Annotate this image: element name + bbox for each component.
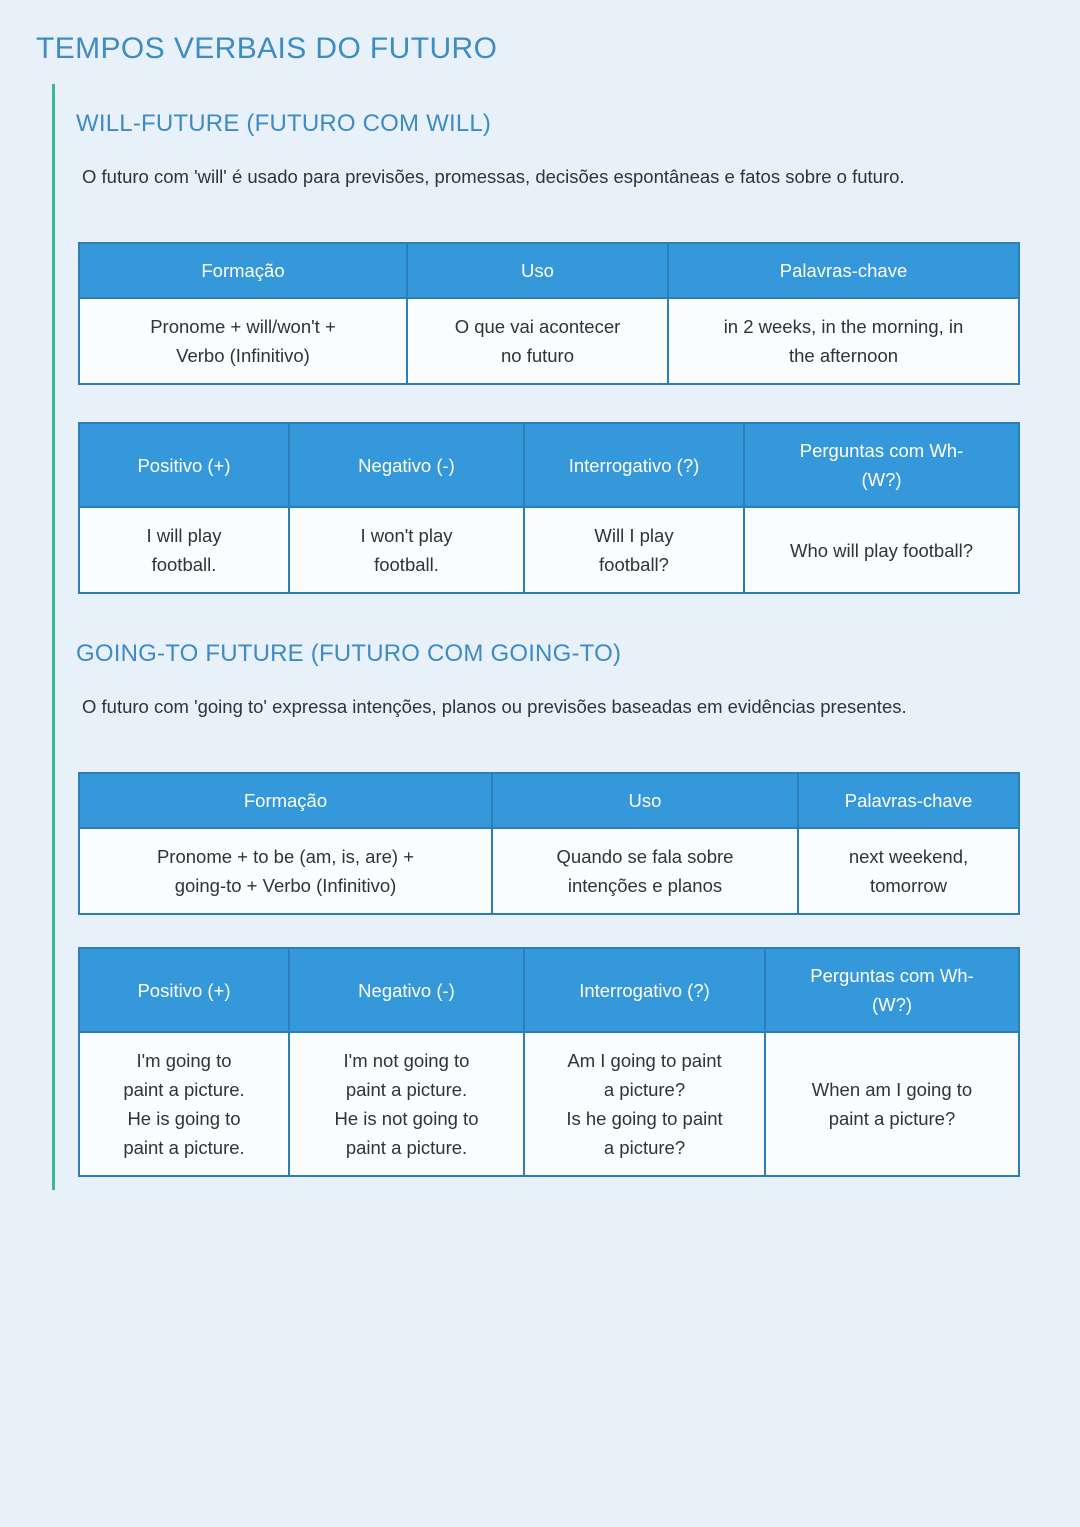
- column-header-interrogativo: Interrogativo (?): [523, 423, 745, 508]
- cell-negativo: I'm not going to paint a picture. He is …: [288, 1032, 525, 1176]
- column-header-formacao: Formação: [79, 243, 408, 299]
- table-header-row: Formação Uso Palavras-chave: [79, 773, 1019, 829]
- section-heading-will-future: WILL-FUTURE (FUTURO COM WILL): [76, 109, 492, 137]
- page-title: TEMPOS VERBAIS DO FUTURO: [36, 32, 498, 66]
- cell-interrogativo: Will I play football?: [523, 507, 745, 593]
- cell-palavras-chave: next weekend, tomorrow: [797, 828, 1019, 914]
- cell-uso: Quando se fala sobre intenções e planos: [491, 828, 799, 914]
- section-description-going-to-future: O futuro com 'going to' expressa intençõ…: [82, 695, 907, 717]
- section-accent-rail: [52, 84, 55, 1190]
- table-will-forms: Positivo (+) Negativo (-) Interrogativo …: [78, 422, 1020, 594]
- section-heading-going-to-future: GOING-TO FUTURE (FUTURO COM GOING-TO): [76, 639, 622, 667]
- table-header-row: Positivo (+) Negativo (-) Interrogativo …: [79, 948, 1019, 1033]
- column-header-interrogativo: Interrogativo (?): [523, 948, 766, 1033]
- cell-formacao: Pronome + will/won't + Verbo (Infinitivo…: [79, 298, 408, 384]
- table-header-row: Positivo (+) Negativo (-) Interrogativo …: [79, 423, 1019, 508]
- column-header-positivo: Positivo (+): [79, 948, 290, 1033]
- cell-negativo: I won't play football.: [288, 507, 525, 593]
- table-row: I will play football. I won't play footb…: [79, 507, 1019, 593]
- table-goingto-forms: Positivo (+) Negativo (-) Interrogativo …: [78, 947, 1020, 1177]
- cell-perguntas-wh: Who will play football?: [743, 507, 1019, 593]
- column-header-palavras-chave: Palavras-chave: [667, 243, 1019, 299]
- table-goingto-overview: Formação Uso Palavras-chave Pronome + to…: [78, 772, 1020, 915]
- column-header-perguntas-wh: Perguntas com Wh- (W?): [743, 423, 1019, 508]
- column-header-perguntas-wh: Perguntas com Wh- (W?): [764, 948, 1019, 1033]
- cell-positivo: I will play football.: [79, 507, 290, 593]
- column-header-uso: Uso: [406, 243, 669, 299]
- column-header-formacao: Formação: [79, 773, 493, 829]
- cell-interrogativo: Am I going to paint a picture? Is he goi…: [523, 1032, 766, 1176]
- table-row: Pronome + will/won't + Verbo (Infinitivo…: [79, 298, 1019, 384]
- table-row: I'm going to paint a picture. He is goin…: [79, 1032, 1019, 1176]
- cell-uso: O que vai acontecer no futuro: [406, 298, 669, 384]
- column-header-uso: Uso: [491, 773, 799, 829]
- cell-palavras-chave: in 2 weeks, in the morning, in the after…: [667, 298, 1019, 384]
- section-description-will-future: O futuro com 'will' é usado para previsõ…: [82, 165, 905, 187]
- column-header-palavras-chave: Palavras-chave: [797, 773, 1019, 829]
- column-header-negativo: Negativo (-): [288, 948, 525, 1033]
- column-header-negativo: Negativo (-): [288, 423, 525, 508]
- cell-positivo: I'm going to paint a picture. He is goin…: [79, 1032, 290, 1176]
- table-header-row: Formação Uso Palavras-chave: [79, 243, 1019, 299]
- table-row: Pronome + to be (am, is, are) + going-to…: [79, 828, 1019, 914]
- cell-perguntas-wh: When am I going to paint a picture?: [764, 1032, 1019, 1176]
- cell-formacao: Pronome + to be (am, is, are) + going-to…: [79, 828, 493, 914]
- column-header-positivo: Positivo (+): [79, 423, 290, 508]
- table-will-overview: Formação Uso Palavras-chave Pronome + wi…: [78, 242, 1020, 385]
